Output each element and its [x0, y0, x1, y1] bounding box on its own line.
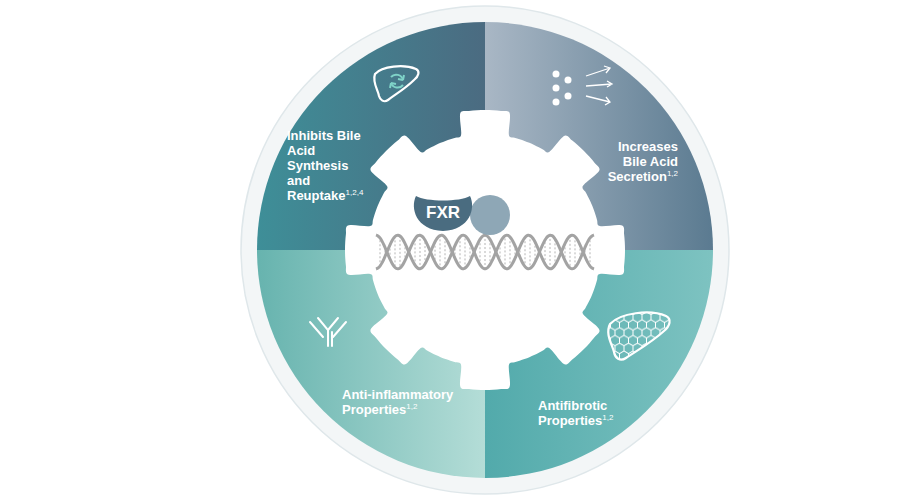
reference-superscript: 1,2	[667, 169, 678, 178]
outer-ring	[241, 6, 729, 494]
secretion-icon	[553, 66, 613, 106]
dna-rung	[505, 236, 506, 269]
dna-rung	[570, 236, 571, 268]
dna-rung	[380, 238, 381, 267]
dna-helix	[376, 235, 594, 269]
ligand-circle	[470, 195, 510, 235]
dna-rung	[440, 235, 441, 268]
effect-panel: Antifibrotic Properties1,2	[538, 398, 638, 428]
dna-rung	[445, 237, 446, 267]
reference-superscript: 1,2,4	[346, 188, 364, 197]
effect-panel: Increases Bile Acid Secretion1,2	[596, 139, 678, 184]
dna-rung	[465, 236, 466, 269]
node-label: FXR	[426, 203, 460, 222]
dna-rung	[590, 238, 591, 267]
antibody-icon	[310, 318, 346, 346]
node-label: Anti-inflammatory Properties	[342, 387, 453, 417]
dna-rung	[530, 235, 531, 268]
dna-rung	[460, 237, 461, 267]
effect-panel: Inhibits Bile Acid Synthesis and Reuptak…	[287, 128, 366, 203]
reference-superscript: 1,2	[406, 402, 417, 411]
receptor-body	[414, 196, 472, 231]
fibrotic-liver-icon	[608, 313, 669, 360]
dna-rung	[555, 239, 556, 266]
effect-panel: Anti-inflammatory Properties1,2	[342, 387, 478, 417]
quadrant-fill	[255, 20, 485, 250]
receptor-shape: FXR	[414, 194, 472, 232]
dna-rung	[400, 236, 401, 268]
gear-shape	[345, 110, 625, 390]
gear	[345, 110, 625, 390]
dna-rung	[485, 235, 486, 269]
liver-icon	[374, 66, 418, 101]
dna-rung	[510, 237, 511, 267]
dna-rung	[395, 236, 396, 267]
reference-superscript: 1,2	[602, 413, 613, 422]
dna-rung	[550, 235, 551, 269]
dna-rung	[420, 235, 421, 269]
node-label: Antifibrotic Properties	[538, 398, 607, 428]
dna-strand	[376, 235, 594, 269]
dna-rung	[575, 236, 576, 267]
dna-strand	[376, 235, 594, 269]
dna-rung	[415, 239, 416, 266]
dna-rung	[525, 237, 526, 267]
quadrants	[255, 20, 715, 480]
